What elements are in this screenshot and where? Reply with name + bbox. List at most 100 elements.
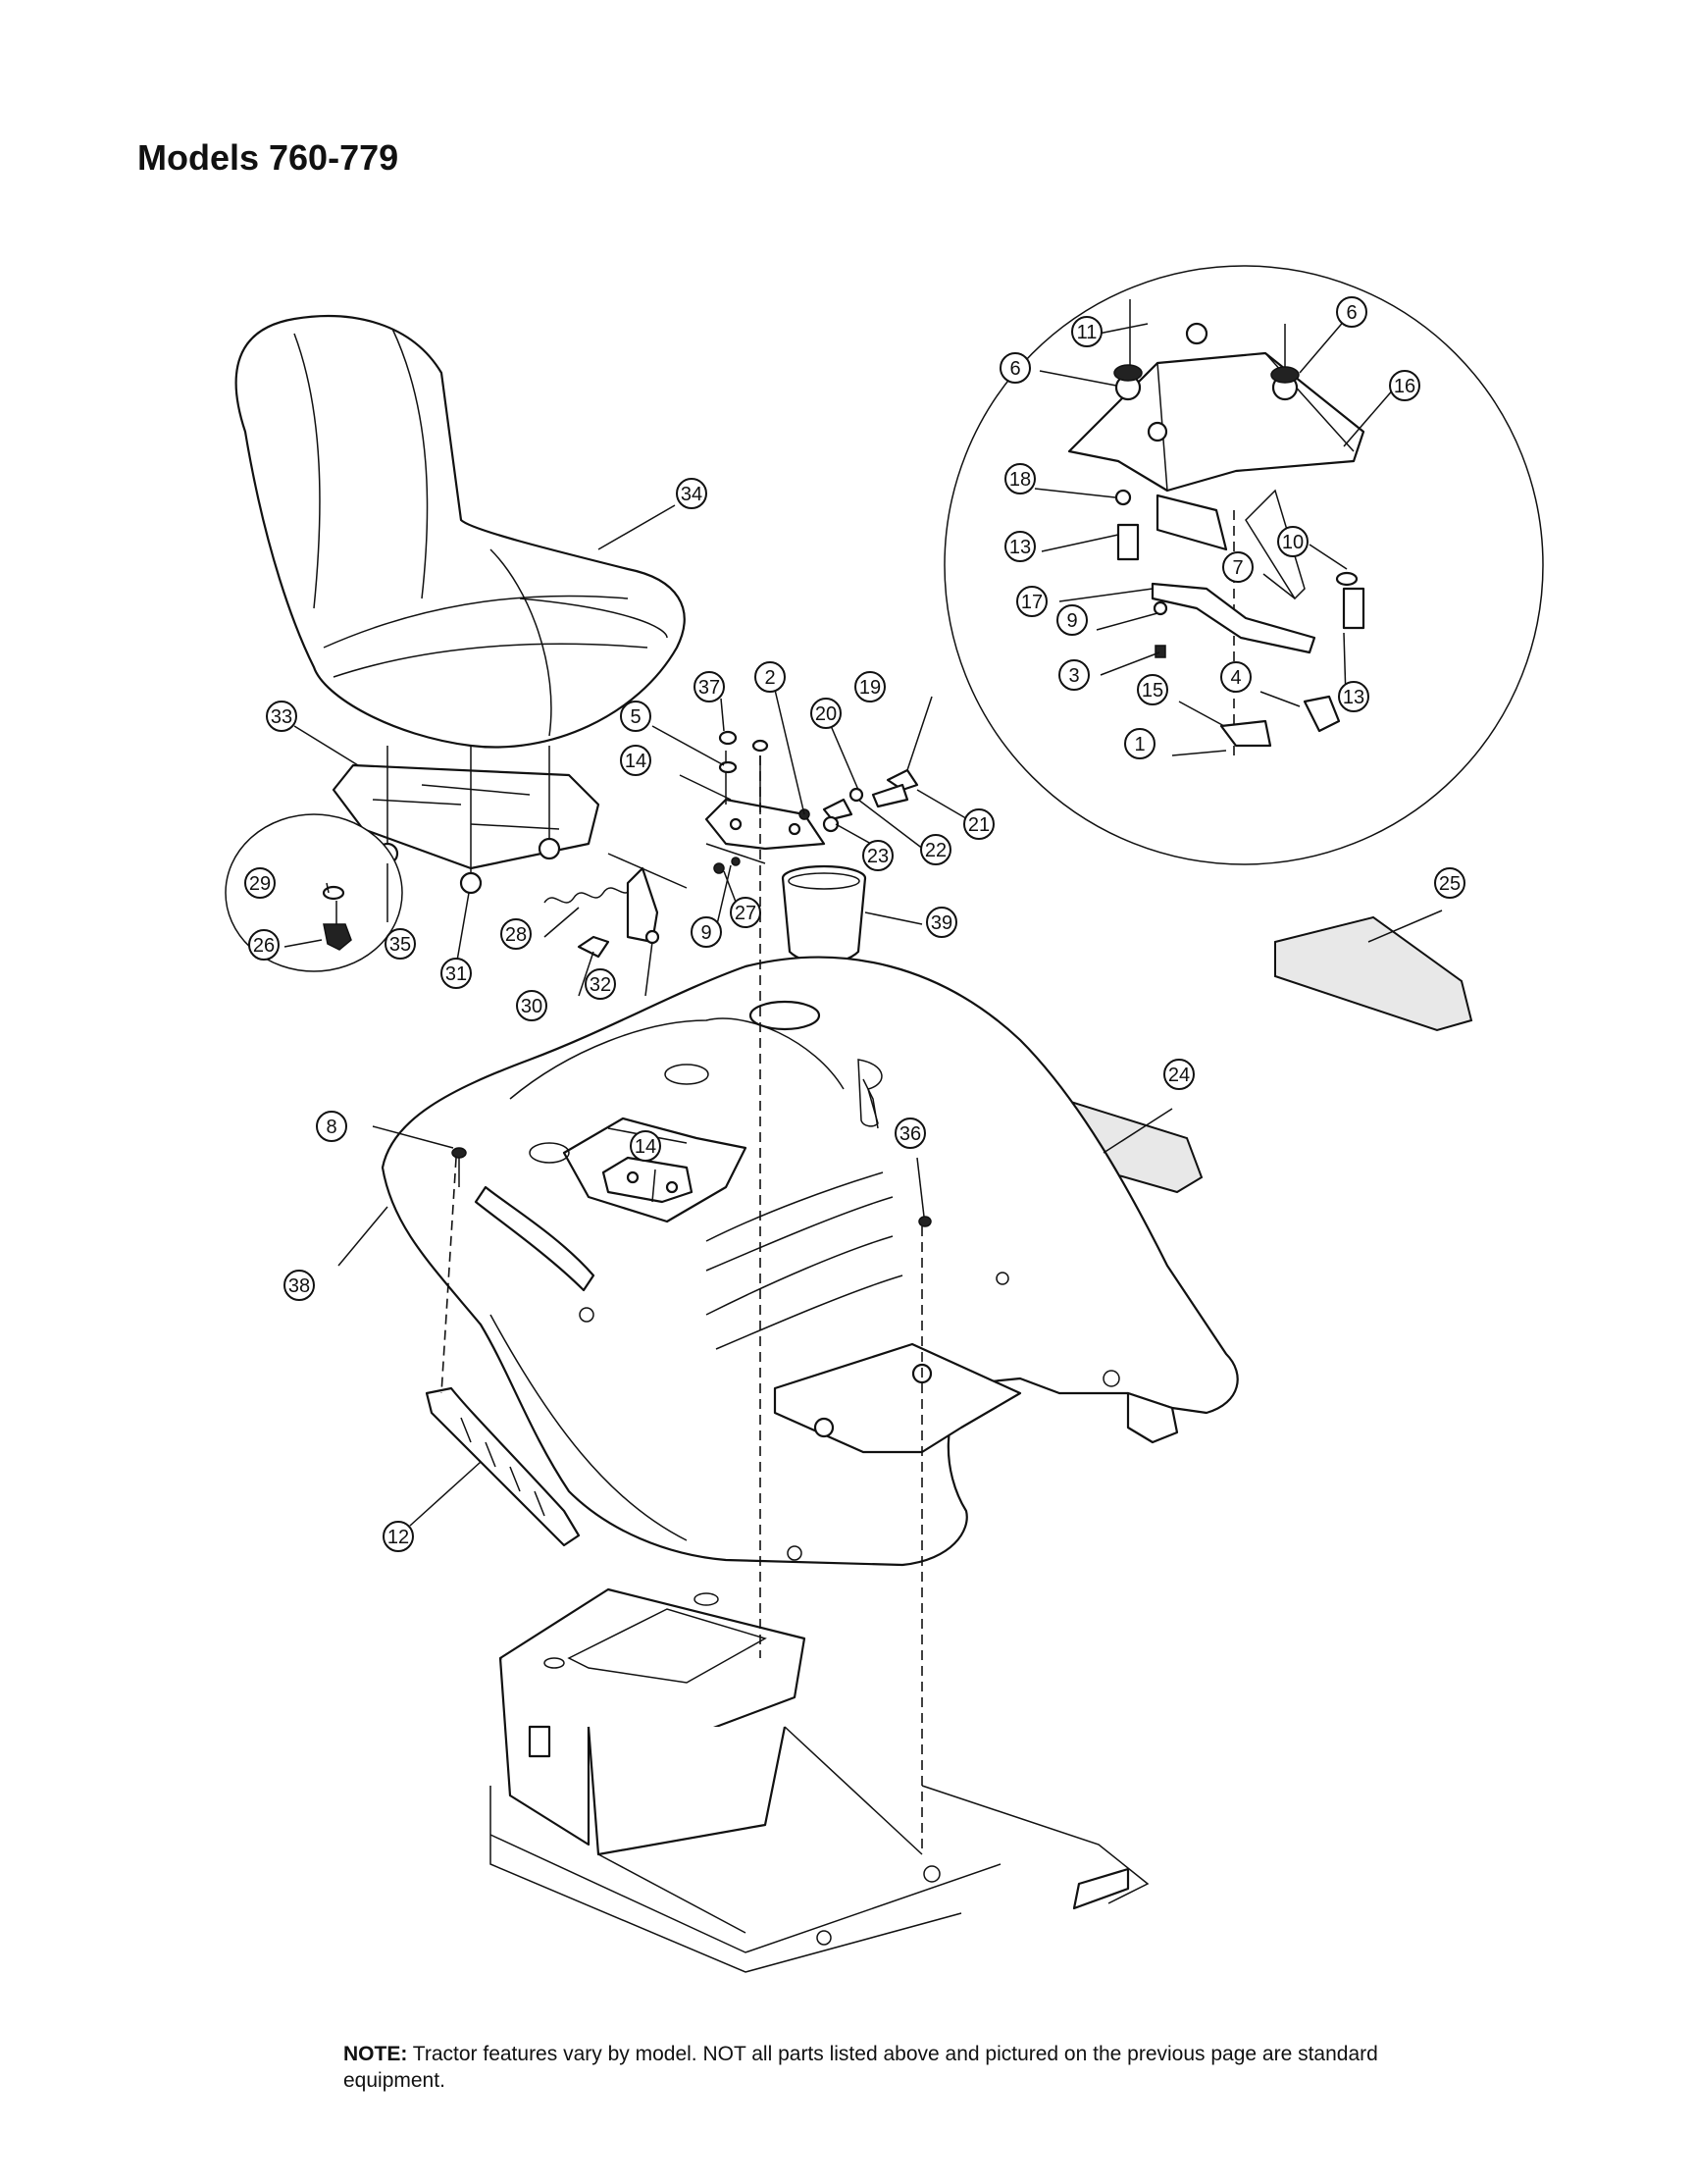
seat [234,315,686,749]
callout-circle [585,968,616,1000]
callout-number: 3 [1068,665,1079,687]
callout-28: 28 [500,918,532,950]
callout-number: 9 [700,922,711,944]
callout-number: 35 [389,934,411,956]
callout-9b: 9 [691,916,722,948]
callout-number: 39 [931,912,952,934]
fender-body [381,956,1239,1567]
callout-circle [895,1118,926,1149]
callout-25: 25 [1434,867,1465,899]
callout-number: 21 [968,814,990,836]
callout-circle [1004,531,1036,562]
callout-number: 33 [271,706,292,728]
callout-31: 31 [440,958,472,989]
footnote: NOTE: Tractor features vary by model. NO… [343,2041,1471,2095]
callout-circle [862,840,894,871]
callout-17: 17 [1016,586,1048,617]
callout-circle [440,958,472,989]
callout-circle [620,701,651,732]
callout-6a: 6 [1000,352,1031,384]
callout-6b: 6 [1336,296,1367,328]
callout-34: 34 [676,478,707,509]
callout-21: 21 [963,808,995,840]
callout-23: 23 [862,840,894,871]
callout-32: 32 [585,968,616,1000]
callout-circle [1336,296,1367,328]
callout-circle [1277,526,1309,557]
callout-number: 6 [1346,302,1357,324]
callout-number: 12 [387,1527,409,1548]
callout-circle [1056,604,1088,636]
callout-33: 33 [266,701,297,732]
callout-number: 20 [815,703,837,725]
callout-29: 29 [244,867,276,899]
callout-number: 17 [1021,592,1043,613]
callout-number: 24 [1168,1065,1190,1086]
callout-8: 8 [316,1111,347,1142]
callout-circle [630,1130,661,1162]
callout-circle [691,916,722,948]
callout-number: 6 [1009,358,1020,380]
callout-14b: 14 [630,1130,661,1162]
callout-circle [810,698,842,729]
callout-number: 14 [635,1136,656,1158]
callout-number: 36 [899,1123,921,1145]
callout-number: 16 [1394,376,1415,397]
spring-bracket [543,843,766,959]
callout-7: 7 [1222,551,1254,583]
callout-number: 22 [925,840,947,861]
callout-circle [920,834,951,865]
tractor-frame [489,1587,1150,1973]
callout-36: 36 [895,1118,926,1149]
callout-3: 3 [1058,659,1090,691]
callout-circle [266,701,297,732]
callout-number: 2 [764,667,775,689]
callout-4: 4 [1220,661,1252,693]
callout-number: 13 [1009,537,1031,558]
callout-35: 35 [385,928,416,960]
callout-circle [1000,352,1031,384]
callout-22: 22 [920,834,951,865]
callout-circle [854,671,886,702]
callout-number: 1 [1134,734,1145,755]
callout-number: 31 [445,963,467,985]
callout-circle [1137,674,1168,705]
callout-1: 1 [1124,728,1156,759]
callout-circle [926,907,957,938]
callout-number: 9 [1066,610,1077,632]
note-label: NOTE: [343,2043,408,2065]
callout-16: 16 [1389,370,1420,401]
callout-circle [963,808,995,840]
callout-number: 37 [698,677,720,699]
callout-number: 23 [867,846,889,867]
callout-14a: 14 [620,745,651,776]
callout-30: 30 [516,990,547,1021]
callout-circle [516,990,547,1021]
callout-number: 11 [1077,322,1098,343]
callout-circle [248,929,280,961]
callout-number: 27 [735,903,756,924]
callout-circle [1220,661,1252,693]
callout-circle [676,478,707,509]
callout-circle [283,1270,315,1301]
callout-13a: 13 [1004,531,1036,562]
callout-39: 39 [926,907,957,938]
callout-11: 11 [1071,316,1103,347]
callout-10: 10 [1277,526,1309,557]
callout-number: 34 [681,484,702,505]
note-text: Tractor features vary by model. NOT all … [343,2043,1378,2093]
callout-number: 10 [1282,532,1304,553]
callout-number: 14 [625,751,646,772]
callout-number: 15 [1142,680,1163,702]
callout-number: 7 [1232,557,1243,579]
callout-37: 37 [693,671,725,702]
callout-circle [1058,659,1090,691]
callout-number: 4 [1230,667,1241,689]
callout-number: 25 [1439,873,1461,895]
seat-mounting-plate [332,746,600,895]
callout-number: 32 [590,974,611,996]
callout-circle [316,1111,347,1142]
callout-circle [1434,867,1465,899]
callout-number: 13 [1343,687,1364,708]
